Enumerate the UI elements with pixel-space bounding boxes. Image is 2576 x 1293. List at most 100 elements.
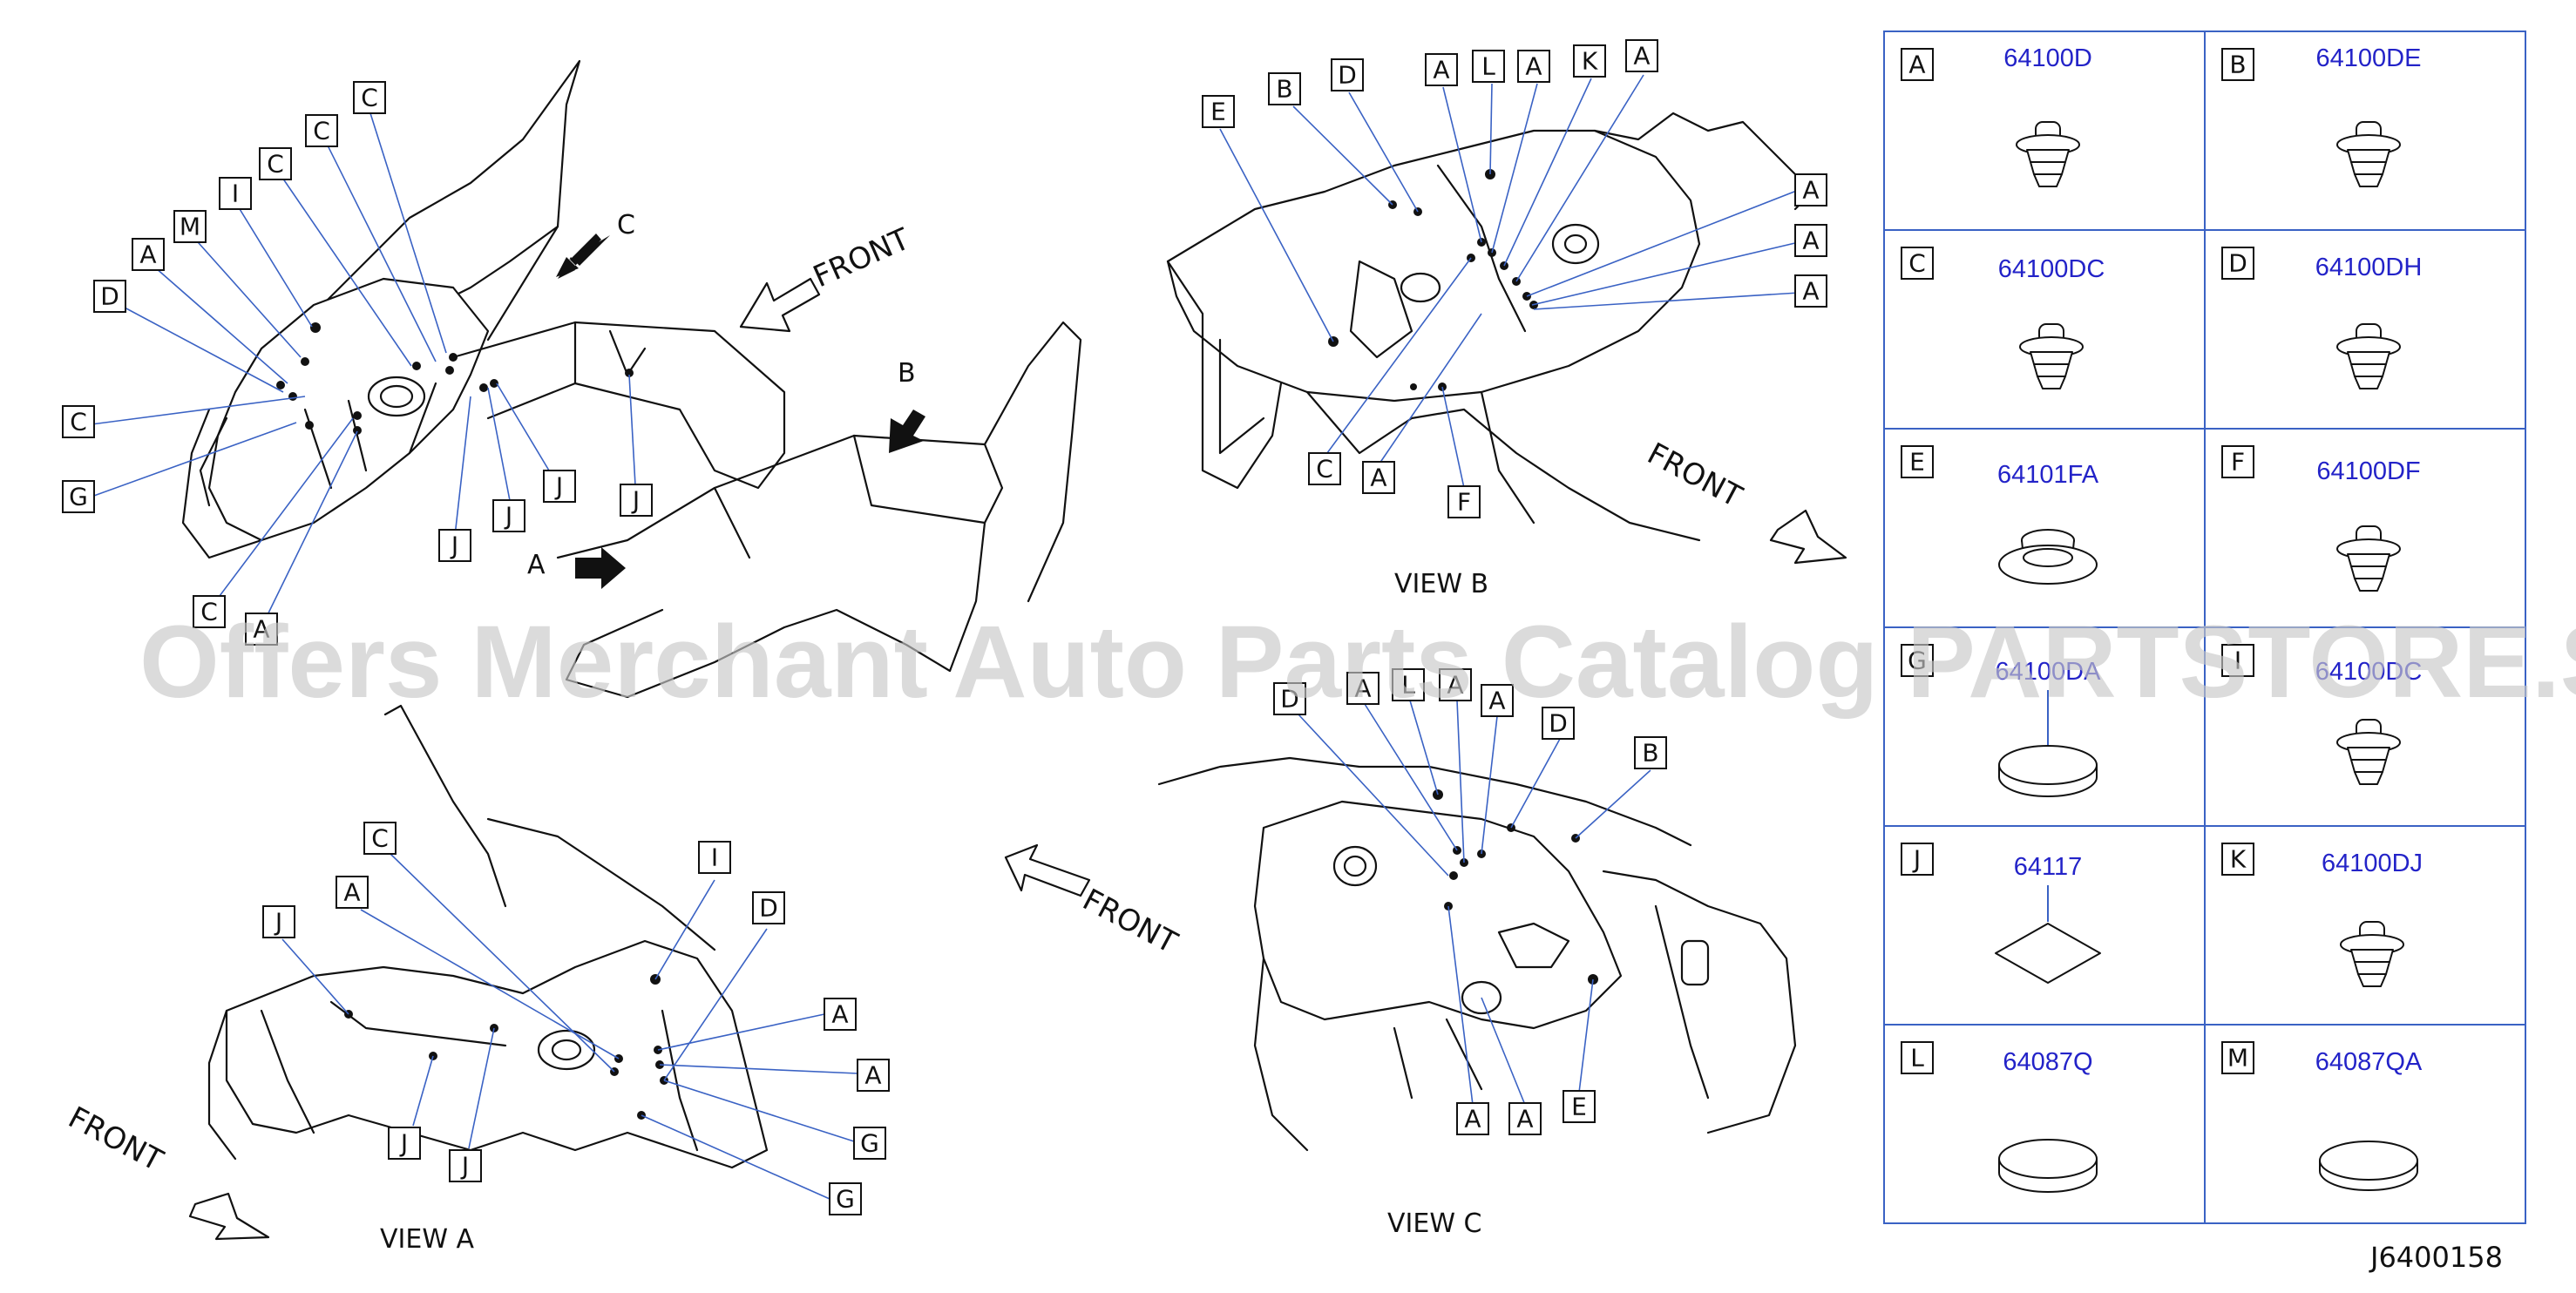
svg-text:FRONT: FRONT	[808, 221, 915, 294]
svg-text:64100DC: 64100DC	[2315, 658, 2423, 686]
view-c-callout-3: L	[1392, 668, 1425, 701]
part-cell-j: J 64117	[1901, 843, 2101, 984]
svg-text:F: F	[2231, 448, 2245, 477]
svg-text:D: D	[1280, 685, 1299, 714]
push-clip-icon	[2340, 921, 2404, 987]
svg-text:A: A	[1802, 176, 1819, 205]
svg-text:A: A	[1464, 1105, 1481, 1134]
front-indicator-view-a: FRONT	[63, 1100, 270, 1241]
view-a-callout-7: A	[857, 1059, 890, 1092]
view-a-callout-4: A	[336, 876, 369, 909]
part-cell-m: M 64087QA	[2221, 1041, 2423, 1191]
view-b-callout-2: B	[1268, 72, 1301, 105]
view-c-callouts: D A L A A D B A A E	[1273, 668, 1667, 1135]
view-a-callout-11: J	[449, 1149, 482, 1182]
svg-text:I: I	[232, 179, 239, 208]
svg-text:M: M	[180, 213, 200, 241]
view-a-label: VIEW A	[380, 1224, 475, 1255]
svg-text:A: A	[1802, 227, 1819, 255]
svg-text:A: A	[1354, 674, 1371, 703]
direction-arrow-b: B	[889, 358, 925, 453]
svg-text:A: A	[1370, 464, 1386, 492]
svg-text:A: A	[1633, 42, 1650, 71]
svg-text:I: I	[711, 843, 718, 872]
svg-text:FRONT: FRONT	[1077, 883, 1183, 961]
svg-text:K: K	[1582, 47, 1598, 76]
svg-text:F: F	[1457, 488, 1471, 517]
svg-text:D: D	[1338, 61, 1357, 90]
svg-text:L: L	[1481, 52, 1495, 81]
flat-plug-icon	[1998, 745, 2098, 797]
svg-text:J: J	[399, 1129, 408, 1158]
main-callout-5: M	[173, 210, 207, 243]
view-c-label: VIEW C	[1387, 1208, 1481, 1239]
view-c-callout-4: A	[1439, 668, 1472, 701]
svg-text:D: D	[2228, 249, 2247, 278]
rail-extension	[556, 321, 1082, 699]
view-c-callout-8: A	[1456, 1102, 1489, 1135]
svg-text:64100DE: 64100DE	[2316, 44, 2422, 72]
svg-text:D: D	[1549, 709, 1568, 738]
svg-text:I: I	[2234, 646, 2241, 675]
svg-text:A: A	[1488, 687, 1505, 715]
view-b-callouts: E B D A L A K A A A A C A F	[1202, 39, 1827, 518]
view-c-callout-5: A	[1481, 684, 1514, 717]
svg-text:A: A	[527, 550, 546, 580]
svg-text:64087QA: 64087QA	[2315, 1048, 2423, 1076]
part-cell-g: G 64100DA	[1901, 644, 2102, 797]
front-indicator-main: FRONT	[739, 221, 915, 333]
svg-text:D: D	[100, 282, 119, 311]
view-a-callout-6: A	[824, 998, 857, 1031]
part-cell-e: E 64101FA	[1901, 445, 2099, 585]
view-a-callout-8: G	[853, 1127, 886, 1160]
svg-text:A: A	[1433, 56, 1449, 85]
svg-text:J: J	[504, 502, 512, 531]
svg-text:64100DA: 64100DA	[1996, 658, 2102, 686]
part-cell-f: F 64100DF	[2221, 445, 2421, 592]
grommet-icon	[1998, 529, 2098, 585]
svg-text:G: G	[69, 483, 88, 511]
view-a-callouts: C I J A D A A G G J J	[262, 822, 890, 1215]
main-callout-7: D	[93, 280, 126, 313]
svg-text:64100DJ: 64100DJ	[2322, 850, 2423, 877]
svg-text:C: C	[267, 150, 284, 179]
svg-text:J: J	[554, 472, 563, 501]
svg-text:A: A	[343, 878, 360, 907]
main-callout-12: J	[438, 529, 471, 562]
main-callout-3: C	[259, 147, 292, 180]
front-indicator-view-b: FRONT	[1642, 437, 1847, 565]
svg-text:A: A	[831, 1000, 848, 1029]
view-b-callout-7: K	[1573, 44, 1606, 78]
main-callout-11: A	[245, 613, 278, 646]
svg-text:L: L	[1401, 671, 1415, 700]
svg-text:J: J	[631, 486, 640, 515]
view-c-callout-7: B	[1634, 736, 1667, 769]
view-b-callout-3: D	[1331, 58, 1364, 91]
diagram-id: J6400158	[2369, 1241, 2503, 1274]
part-cell-k: K 64100DJ	[2221, 843, 2423, 987]
svg-text:K: K	[2230, 845, 2247, 874]
view-a-callout-2: I	[698, 841, 731, 874]
main-callout-8: C	[62, 405, 95, 438]
main-callout-10: C	[193, 595, 226, 628]
svg-text:C: C	[200, 598, 218, 626]
svg-text:G: G	[860, 1129, 879, 1158]
part-cell-c: C 64100DC	[1901, 247, 2105, 389]
direction-arrow-a: A	[527, 547, 626, 589]
svg-text:C: C	[361, 84, 378, 112]
svg-text:J: J	[460, 1152, 469, 1181]
flat-plug-icon	[2319, 1141, 2418, 1191]
view-a-callout-3: J	[262, 905, 295, 938]
svg-text:J: J	[450, 531, 458, 560]
svg-text:J: J	[1912, 845, 1921, 874]
svg-text:B: B	[2229, 51, 2246, 79]
svg-text:C: C	[70, 408, 87, 437]
svg-text:B: B	[1276, 75, 1292, 104]
view-a-drawing	[207, 704, 769, 1169]
main-body-view	[181, 59, 786, 559]
svg-text:D: D	[759, 894, 778, 923]
svg-text:G: G	[836, 1185, 855, 1214]
svg-text:E: E	[1210, 98, 1226, 126]
svg-text:64100DF: 64100DF	[2316, 457, 2420, 485]
